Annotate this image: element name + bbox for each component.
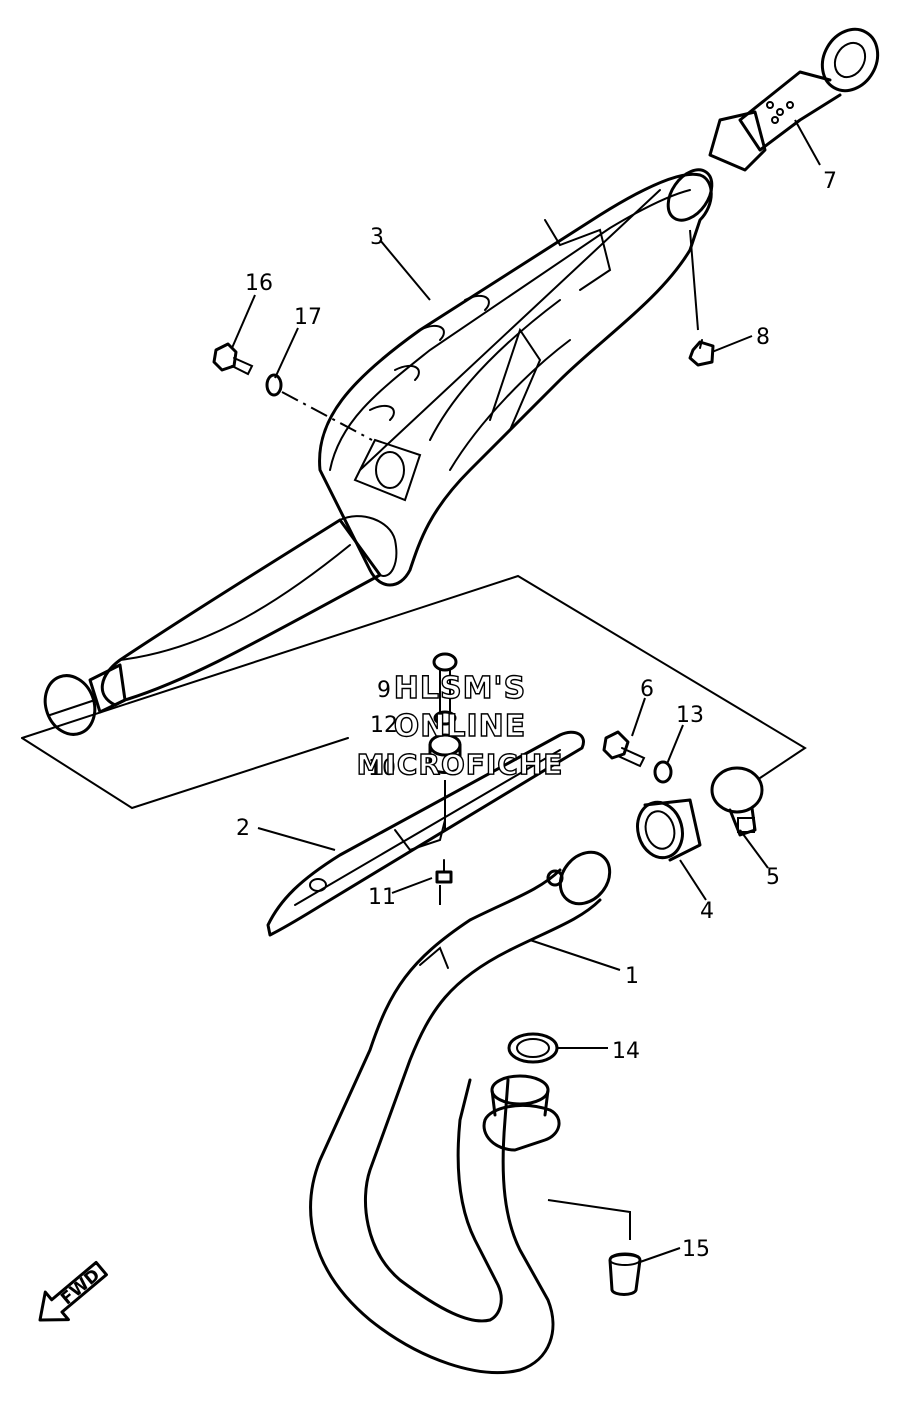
callout-16: 16 [245,271,273,296]
watermark-line-3: MICROFICHE [357,748,564,781]
muffler[interactable] [100,162,721,707]
leader-lines [231,119,821,1263]
gasket-4[interactable] [632,797,702,862]
callout-8: 8 [756,325,770,350]
fwd-label: FWD [57,1265,104,1309]
washer-13[interactable] [653,760,673,784]
bolt-16[interactable] [212,342,254,376]
callout-5: 5 [766,865,780,890]
flange-plate [482,1074,561,1152]
nut-15[interactable] [608,1252,642,1296]
callout-13: 13 [676,703,704,728]
screw-11[interactable] [435,859,453,884]
muffler-inlet [43,663,127,736]
bolt-6[interactable] [602,730,646,768]
callout-4: 4 [700,899,714,924]
callout-12: 12 [370,713,398,738]
bolt-16-axis [281,391,373,441]
callout-numbers: 3 7 8 16 17 2 11 1 4 5 6 13 14 15 9 12 1… [236,169,837,1262]
watermark: HLSM'S ONLINE MICROFICHE [356,670,564,781]
callout-15: 15 [682,1237,710,1262]
callout-6: 6 [640,677,654,702]
callout-14: 14 [612,1039,640,1064]
callout-1: 1 [625,964,639,989]
washer-17[interactable] [265,373,283,397]
callout-11: 11 [368,885,396,910]
callout-7: 7 [823,169,837,194]
assembly-outline [21,574,807,810]
callout-3: 3 [370,225,384,250]
collar-12[interactable] [433,710,457,726]
watermark-line-1: HLSM'S [394,671,526,706]
callout-17: 17 [294,305,322,330]
watermark-line-2: ONLINE [394,709,527,744]
callout-10: 10 [368,756,396,781]
callout-9: 9 [377,678,391,703]
grommet-10[interactable] [428,733,462,774]
bolt-8[interactable] [688,339,715,367]
fwd-arrow-icon: FWD [38,1260,108,1322]
spark-arrester[interactable] [708,19,889,172]
gasket-14[interactable] [507,1032,559,1064]
clamp-5[interactable] [710,766,764,837]
muffler-protector[interactable] [266,730,585,937]
exhaust-pipe[interactable] [309,842,620,1375]
callout-2: 2 [236,816,250,841]
